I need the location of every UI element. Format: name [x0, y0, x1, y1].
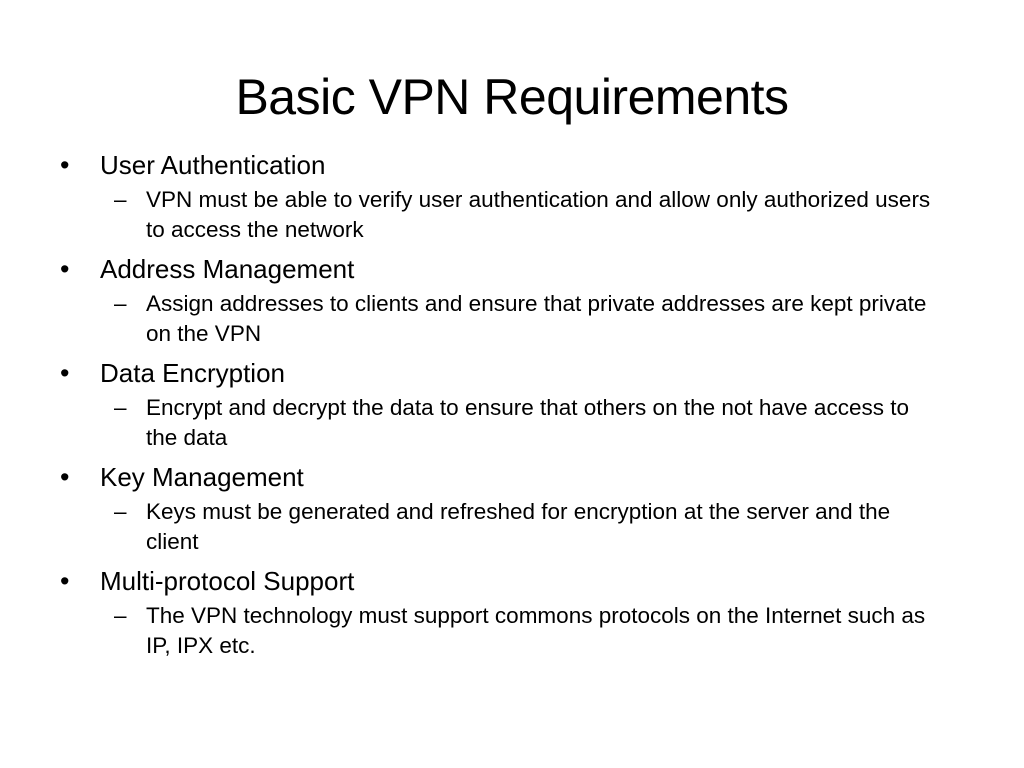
sub-text: VPN must be able to verify user authenti…: [146, 187, 931, 242]
bullet-label: Data Encryption: [100, 358, 285, 388]
bullet-dot-icon: •: [60, 462, 70, 492]
sub-item: – The VPN technology must support common…: [100, 601, 958, 661]
bullet-label: Key Management: [100, 462, 304, 492]
bullet-label: Address Management: [100, 254, 355, 284]
bullet-item: • Multi-protocol Support – The VPN techn…: [58, 562, 958, 661]
sub-text: Assign addresses to clients and ensure t…: [146, 291, 927, 346]
bullet-item: • User Authentication – VPN must be able…: [58, 146, 958, 245]
sub-text: Encrypt and decrypt the data to ensure t…: [146, 395, 909, 450]
slide-title: Basic VPN Requirements: [235, 69, 789, 125]
sub-list: – VPN must be able to verify user authen…: [100, 185, 958, 245]
dash-icon: –: [114, 499, 127, 524]
sub-list: – Assign addresses to clients and ensure…: [100, 289, 958, 349]
bullet-item: • Data Encryption – Encrypt and decrypt …: [58, 354, 958, 453]
bullet-label: User Authentication: [100, 150, 326, 180]
dash-icon: –: [114, 187, 127, 212]
bullet-dot-icon: •: [60, 566, 70, 596]
sub-list: – The VPN technology must support common…: [100, 601, 958, 661]
bullet-list: • User Authentication – VPN must be able…: [58, 146, 958, 666]
bullet-label: Multi-protocol Support: [100, 566, 355, 596]
sub-item: – Keys must be generated and refreshed f…: [100, 497, 958, 557]
sub-item: – Encrypt and decrypt the data to ensure…: [100, 393, 958, 453]
bullet-dot-icon: •: [60, 358, 70, 388]
sub-item: – Assign addresses to clients and ensure…: [100, 289, 958, 349]
sub-item: – VPN must be able to verify user authen…: [100, 185, 958, 245]
bullet-dot-icon: •: [60, 150, 70, 180]
bullet-item: • Key Management – Keys must be generate…: [58, 458, 958, 557]
dash-icon: –: [114, 395, 127, 420]
sub-text: The VPN technology must support commons …: [146, 603, 926, 658]
dash-icon: –: [114, 291, 127, 316]
sub-list: – Encrypt and decrypt the data to ensure…: [100, 393, 958, 453]
bullet-item: • Address Management – Assign addresses …: [58, 250, 958, 349]
sub-list: – Keys must be generated and refreshed f…: [100, 497, 958, 557]
bullet-dot-icon: •: [60, 254, 70, 284]
sub-text: Keys must be generated and refreshed for…: [146, 499, 891, 554]
dash-icon: –: [114, 603, 127, 628]
